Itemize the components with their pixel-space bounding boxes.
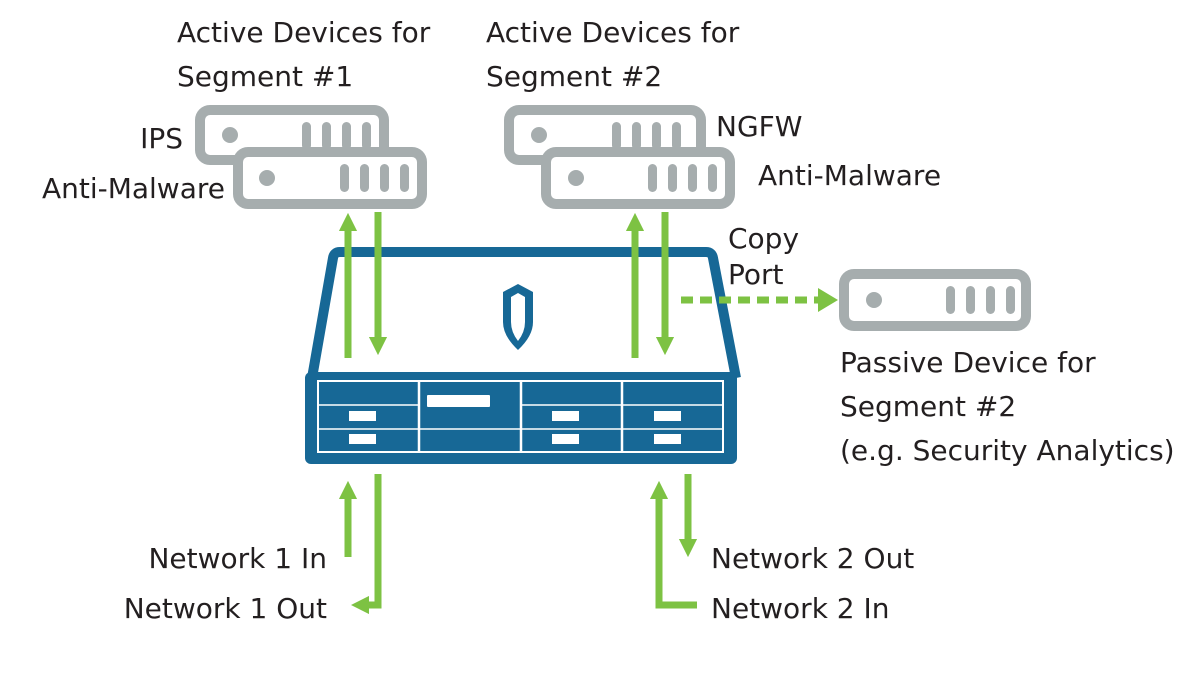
network2-in-arrow: [649, 480, 697, 609]
ngfw-label: NGFW: [716, 110, 802, 143]
network1-out-arrow: [350, 474, 382, 615]
passive-device-label-line2: Segment #2: [840, 390, 1016, 423]
network2-out-label: Network 2 Out: [711, 542, 914, 575]
segment1-title-line2: Segment #1: [177, 60, 353, 93]
network1-out-label: Network 1 Out: [124, 592, 327, 625]
server-icon: [839, 269, 1031, 331]
copy-port-arrowhead: [818, 288, 838, 312]
passive-device-label-line3: (e.g. Security Analytics): [840, 434, 1175, 467]
server-icon: [541, 147, 735, 209]
ips-label: IPS: [140, 122, 183, 155]
bypass-appliance: [305, 247, 741, 464]
segment2-antimalware-label: Anti-Malware: [758, 159, 941, 192]
network2-in-label: Network 2 In: [711, 592, 890, 625]
network1-in-label: Network 1 In: [148, 542, 327, 575]
segment2-title-line1: Active Devices for: [486, 16, 740, 49]
copy-port-label-line2: Port: [728, 258, 784, 291]
shield-icon: [503, 284, 533, 350]
segment1-antimalware-label: Anti-Malware: [42, 172, 225, 205]
passive-device-label-line1: Passive Device for: [840, 346, 1096, 379]
segment1-title-line1: Active Devices for: [177, 16, 431, 49]
segment2-title-line2: Segment #2: [486, 60, 662, 93]
server-icon: [233, 147, 427, 209]
copy-port-label-line1: Copy: [728, 222, 799, 255]
